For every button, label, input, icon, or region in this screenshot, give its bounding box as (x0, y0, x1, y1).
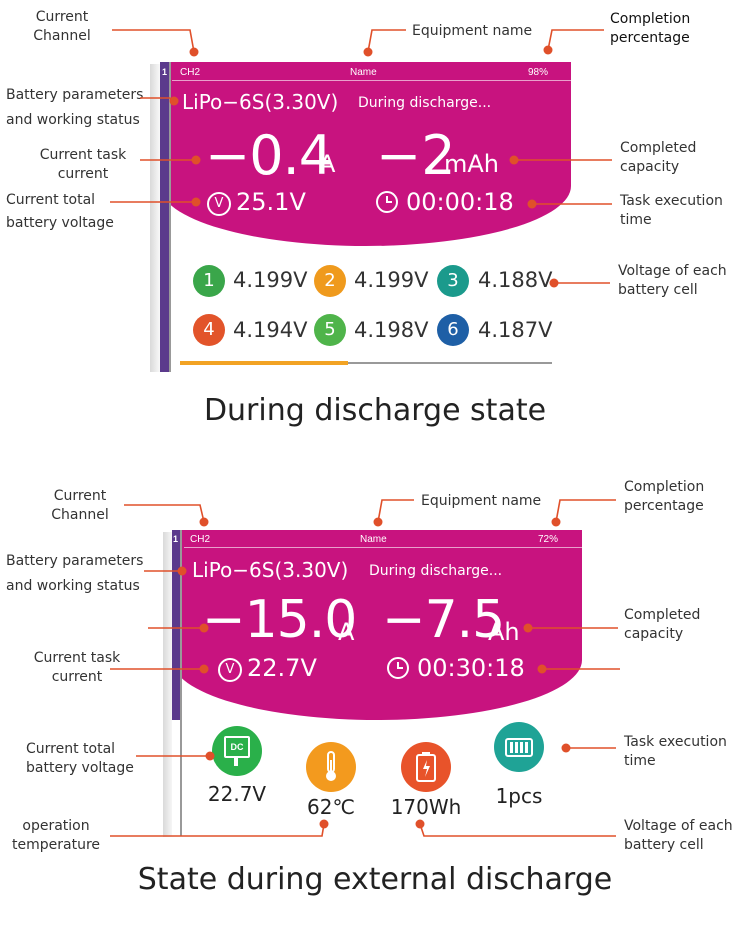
caption-top: During discharge state (203, 393, 547, 428)
screen-magenta-panel-2 (172, 530, 582, 720)
cell-badge-2: 2 (314, 265, 346, 297)
battery-type-label-2: LiPo−6S(3.30V) (192, 558, 349, 582)
thermometer-icon (306, 742, 356, 792)
annotation-battery-params: Battery parameters and working status (6, 87, 144, 128)
callout-dot (543, 45, 553, 55)
dc-power-icon: DC (212, 726, 262, 776)
task-time-value-2: 00:30:18 (417, 654, 525, 682)
cell-voltage-6: 4.187V (478, 318, 553, 342)
clock-icon (376, 191, 398, 213)
equipment-name-label-2: Name (360, 534, 387, 545)
annotation-completed-capacity-2: Completed capacity (624, 607, 701, 642)
sidebar-number: 1 (162, 67, 168, 77)
channel-label-2: CH2 (190, 534, 211, 545)
cell-voltage-5: 4.198V (354, 318, 429, 342)
capacity-value: −2 (376, 124, 456, 187)
current-unit-2: A (338, 618, 355, 646)
callout-dot (199, 517, 209, 527)
total-voltage-value: 25.1V (236, 188, 306, 216)
working-status-label: During discharge... (358, 95, 492, 111)
cell-badge-6: 6 (437, 314, 469, 346)
equipment-name-label: Name (350, 67, 377, 78)
current-unit: A (319, 150, 336, 178)
annotation-current-task-current-2: Current task current (33, 650, 121, 685)
icon-value-dc-power: 22.7V (207, 782, 267, 806)
sidebar-divider-2 (180, 530, 182, 836)
completion-percent-label-2: 72% (538, 534, 559, 545)
battery-pack-icon (494, 722, 544, 772)
cell-voltage-3: 4.188V (478, 268, 553, 292)
annotation-current-channel: Current Channel (33, 9, 91, 44)
cell-voltage-4: 4.194V (233, 318, 308, 342)
callout-line-channel (112, 29, 195, 53)
cell-voltage-2: 4.199V (354, 268, 429, 292)
task-time-value: 00:00:18 (406, 188, 514, 216)
cell-badge-3: 3 (437, 265, 469, 297)
callout-dot (551, 517, 561, 527)
annotation-current-task-current: Current task current (39, 147, 127, 182)
annotation-equipment-name-2: Equipment name (421, 493, 542, 509)
sidebar-divider (169, 62, 171, 372)
channel-sidebar-2: 1 (172, 530, 180, 720)
capacity-unit: mAh (444, 150, 500, 178)
battery-icon (401, 742, 451, 792)
device-screen-bottom: 1 CH2 Name 72% LiPo−6S(3.30V) During dis… (172, 530, 582, 836)
screen-shadow (150, 64, 162, 372)
annotation-equipment-name: Equipment name (412, 23, 533, 39)
total-voltage-value-2: 22.7V (247, 654, 317, 682)
topbar-divider-2 (184, 547, 582, 548)
sidebar-number-2: 1 (173, 534, 179, 544)
device-screen-top: 1 CH2 Name 98% LiPo−6S(3.30V) During dis… (160, 62, 571, 372)
cell-badge-4: 4 (193, 314, 225, 346)
annotation-total-voltage-2: Current total battery voltage (26, 741, 134, 776)
progress-track (180, 362, 552, 364)
annotation-completion-percentage-2: Completion percentage (624, 479, 705, 514)
callout-dot (373, 517, 383, 527)
current-value-2: −15.0 (202, 590, 357, 650)
annotation-cell-voltage-2: Voltage of each battery cell (624, 818, 733, 853)
cell-badge-1: 1 (193, 265, 225, 297)
callout-line-equipment (367, 29, 406, 53)
channel-label: CH2 (180, 67, 201, 78)
dc-label-box: DC (224, 736, 250, 758)
annotation-battery-params-2: Battery parameters and working status (6, 553, 144, 594)
caption-bottom: State during external discharge (137, 862, 613, 897)
current-value: −0.4 (205, 124, 333, 187)
annotation-cell-voltage: Voltage of each battery cell (618, 263, 727, 298)
cell-badge-5: 5 (314, 314, 346, 346)
progress-fill (180, 361, 348, 365)
annotation-completed-capacity: Completed capacity (620, 140, 697, 175)
screen-magenta-panel (160, 62, 571, 246)
working-status-label-2: During discharge... (369, 563, 503, 579)
capacity-unit-2: Ah (488, 618, 520, 646)
voltage-icon-2: V (218, 658, 242, 682)
callout-dot (363, 47, 373, 57)
annotation-task-time: Task execution time (620, 193, 723, 228)
capacity-value-2: −7.5 (382, 590, 505, 650)
dc-plug (234, 756, 238, 766)
icon-value-battery-pack: 1pcs (495, 784, 543, 808)
cell-voltage-1: 4.199V (233, 268, 308, 292)
channel-sidebar: 1 (160, 62, 169, 372)
battery-type-label: LiPo−6S(3.30V) (182, 90, 339, 114)
clock-icon-2 (387, 657, 409, 679)
callout-line-percentage-2 (555, 499, 616, 523)
annotation-completion-percentage: Completion percentage (610, 11, 691, 46)
voltage-icon: V (207, 192, 231, 216)
topbar-divider (172, 80, 571, 81)
icon-value-battery: 170Wh (390, 795, 462, 819)
annotation-task-time-2: Task execution time (624, 734, 727, 769)
callout-line-equipment-2 (377, 499, 414, 523)
callout-line-channel-2 (124, 504, 205, 523)
annotation-total-voltage: Current total battery voltage (6, 192, 114, 231)
icon-value-thermometer: 62℃ (307, 795, 355, 819)
callout-line-percentage (547, 29, 604, 51)
annotation-operation-temperature: operation temperature (12, 818, 100, 853)
completion-percent-label: 98% (528, 67, 549, 78)
annotation-current-channel-2: Current Channel (51, 488, 109, 523)
callout-dot (189, 47, 199, 57)
